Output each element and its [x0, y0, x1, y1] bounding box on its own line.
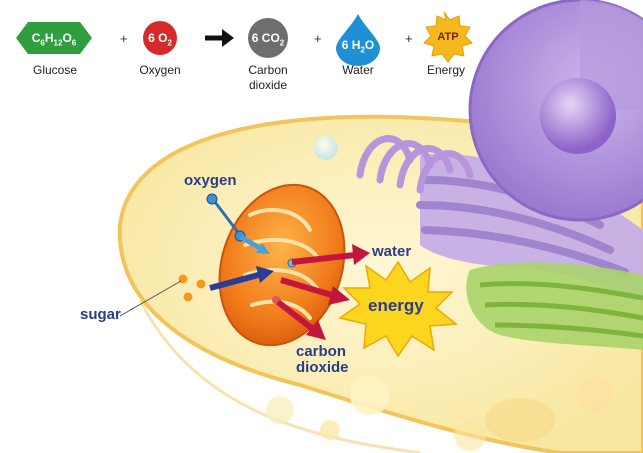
plus-sign: + — [405, 31, 413, 46]
sugar-molecule — [196, 279, 206, 289]
nucleolus — [540, 78, 616, 154]
oxygen-label: Oxygen — [139, 63, 181, 77]
cell-label-sugar: sugar — [80, 306, 121, 323]
vesicle — [320, 420, 340, 440]
carbon-dioxide-formula: 6 CO2 — [251, 31, 285, 48]
yields-arrow-icon — [205, 29, 234, 47]
water-arrow — [287, 244, 370, 268]
oxygen-icon — [143, 21, 177, 55]
energy-starburst — [338, 260, 458, 358]
cell-label-carbon-dioxide-line1: carbon — [296, 343, 347, 360]
oxygen-arrow — [239, 234, 270, 254]
vesicle — [266, 396, 294, 424]
vesicle — [314, 136, 338, 160]
vesicle — [350, 375, 390, 415]
plus-sign: + — [120, 31, 128, 46]
cell-label-carbon-dioxide-line2: dioxide — [296, 359, 349, 376]
carbon-dioxide-icon — [248, 18, 288, 58]
energy-arrow — [280, 277, 350, 305]
glucose-label: Glucose — [32, 63, 78, 77]
atp-formula: ATP — [437, 31, 459, 43]
cell-label-water: water — [372, 243, 412, 260]
carbon-dioxide-label-line1: Carbon — [248, 63, 288, 77]
atp-burst-icon — [423, 11, 473, 63]
vesicle — [485, 398, 555, 442]
water-label: Water — [342, 63, 374, 77]
plus-sign: + — [314, 31, 322, 46]
oxygen-formula: 6 O2 — [148, 31, 172, 48]
glucose-icon — [16, 22, 92, 54]
water-formula: 6 H2O — [341, 38, 375, 55]
cell-label-oxygen: oxygen — [184, 172, 237, 189]
carbon-dioxide-label-line2: dioxide — [248, 78, 288, 92]
green-organelle — [466, 262, 643, 350]
energy-label: Energy — [426, 63, 466, 77]
cell-label-energy: energy — [368, 296, 424, 315]
water-drop-icon — [336, 14, 380, 66]
sugar-arrow — [209, 266, 274, 291]
oxygen-molecule — [206, 193, 218, 205]
mitochondrion — [218, 183, 346, 347]
nucleus — [468, 0, 643, 222]
carbon-dioxide-arrow — [272, 296, 326, 340]
sugar-molecule — [183, 292, 193, 302]
golgi-body — [356, 135, 474, 194]
glucose-formula: C6H12O6 — [31, 31, 77, 48]
sugar-pointer — [119, 280, 182, 317]
